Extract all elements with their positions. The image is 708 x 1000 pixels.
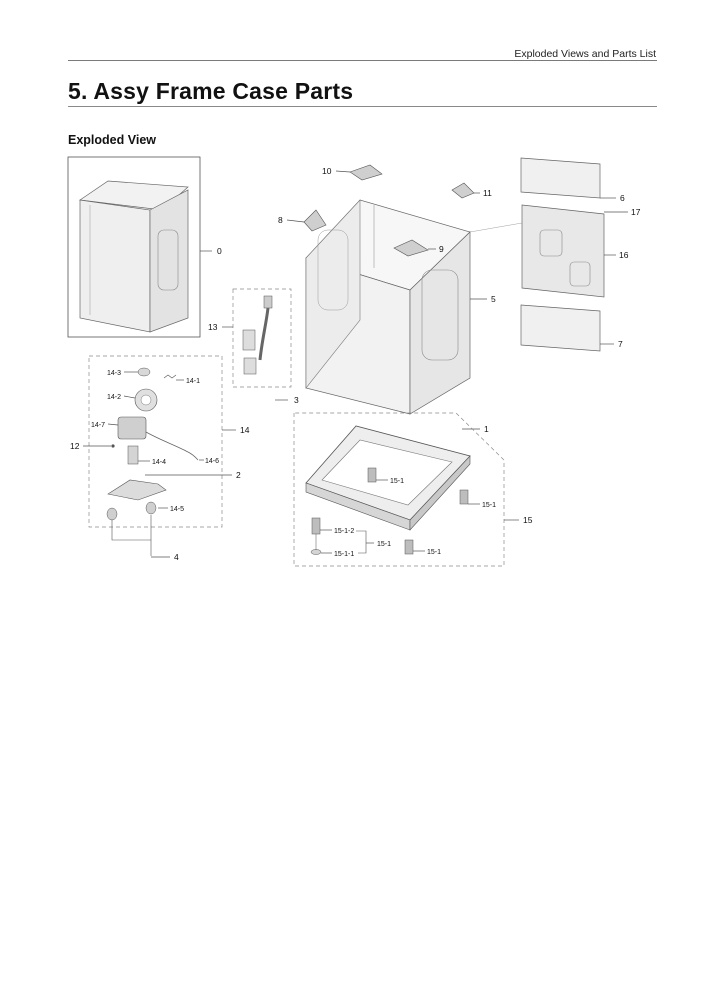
top-rear-cover-6	[520, 157, 601, 199]
rear-panel-alignment-line	[469, 222, 523, 233]
cabinet-side-panel	[149, 189, 189, 333]
header-rule	[68, 60, 657, 61]
page-title: 5. Assy Frame Case Parts	[68, 78, 354, 104]
callout-15: 15	[523, 515, 533, 525]
hose-connector	[263, 295, 273, 309]
hose-group-box	[232, 288, 292, 388]
bracket-14-4	[127, 445, 139, 465]
callout-15-1-1: 15-1-1	[334, 551, 354, 558]
assembled-cabinet-illustration: 0	[67, 156, 222, 338]
leveling-leg-front	[404, 539, 414, 555]
leader-14-7	[107, 423, 119, 426]
callout-15-1-front: 15-1	[427, 549, 441, 556]
callout-8: 8	[278, 215, 283, 225]
hose-clip-upper	[242, 329, 256, 351]
callout-14-5: 14-5	[170, 506, 184, 513]
damper-14-5	[145, 501, 157, 515]
callout-17: 17	[631, 207, 641, 217]
base-group-box	[293, 412, 505, 567]
callout-15-1-group: 15-1	[377, 541, 391, 548]
cabinet-left-inner-wall	[305, 199, 361, 389]
callout-14-4: 14-4	[152, 459, 166, 466]
cabinet-right-wall	[409, 231, 471, 415]
running-header: Exploded Views and Parts List	[514, 48, 656, 60]
title-rule	[68, 106, 657, 107]
callout-14-2: 14-2	[107, 394, 121, 401]
corner-brackets: 10 11 8 9	[278, 164, 492, 257]
bracket-8	[303, 209, 327, 232]
pump-group-box	[88, 355, 223, 528]
leader-15-1-bracket	[356, 530, 367, 554]
main-cabinet-illustration: 5	[305, 199, 496, 415]
bracket-10	[349, 164, 383, 181]
base-frame-opening	[321, 439, 453, 506]
callout-0: 0	[217, 246, 222, 256]
leveling-leg-left	[311, 517, 321, 535]
leveling-leg-right	[459, 489, 469, 505]
pump-filter-center	[140, 394, 152, 406]
rear-panel-emboss-a	[539, 229, 563, 257]
callout-14-7: 14-7	[91, 422, 105, 429]
callout-13: 13	[208, 322, 218, 332]
callout-3: 3	[294, 395, 299, 405]
callout-14-1: 14-1	[186, 378, 200, 385]
cabinet-right-emboss	[421, 269, 459, 361]
callout-16: 16	[619, 250, 629, 260]
callout-6: 6	[620, 193, 625, 203]
callout-2: 2	[236, 470, 241, 480]
callout-7: 7	[618, 339, 623, 349]
leveling-leg-center	[367, 467, 377, 483]
callout-9: 9	[439, 244, 444, 254]
base-frame-assembly: 1 15 15-1 15-1 15-1 15-1-2 15-1-1 15-1	[293, 412, 533, 567]
callout-15-1-right: 15-1	[482, 502, 496, 509]
drain-pump-14-7	[117, 416, 147, 440]
section-heading: Exploded View	[68, 133, 156, 147]
leader-4-bracket	[111, 515, 152, 541]
callout-4: 4	[174, 552, 179, 562]
callout-10: 10	[322, 166, 332, 176]
cabinet-front-panel	[79, 199, 151, 333]
hose-clip-lower	[243, 357, 257, 375]
pump-assembly: 14 14-3 14-1 14-2 14-7 14-6 14-4 14-5 12…	[70, 355, 250, 562]
leg-foot-15-1-1	[310, 549, 322, 555]
base-frame-side-edge	[409, 455, 471, 531]
bottom-rear-cover-7	[520, 304, 601, 352]
callout-14-3: 14-3	[107, 370, 121, 377]
cabinet-top-opening	[79, 180, 189, 211]
pump-cap-14-3	[137, 367, 151, 377]
callout-14: 14	[240, 425, 250, 435]
callout-5: 5	[491, 294, 496, 304]
leader-8	[286, 219, 305, 223]
leader-10	[335, 170, 351, 173]
callout-1: 1	[484, 424, 489, 434]
rear-panel-16	[521, 204, 605, 298]
cabinet-left-emboss	[317, 229, 349, 311]
cabinet-side-emboss	[157, 229, 179, 291]
drain-hose	[258, 307, 270, 361]
rear-panel-emboss-b	[569, 261, 591, 287]
damper-left	[106, 507, 118, 521]
leader-14-2	[123, 395, 136, 399]
callout-15-1-2: 15-1-2	[334, 528, 354, 535]
callout-12: 12	[70, 441, 80, 451]
pump-bracket	[107, 479, 167, 501]
assembled-cabinet-frame	[67, 156, 201, 338]
screw-12	[111, 444, 115, 448]
hose-assembly: 13 3	[208, 288, 299, 405]
callout-11: 11	[483, 188, 492, 198]
callout-15-1-center: 15-1	[390, 478, 404, 485]
bracket-9	[393, 239, 429, 257]
clamp-14-1	[163, 374, 177, 379]
bracket-11	[451, 182, 475, 199]
rear-panels: 6 16 17 7	[469, 157, 641, 352]
callout-14-6: 14-6	[205, 458, 219, 465]
wire-harness-14-6	[145, 431, 199, 461]
